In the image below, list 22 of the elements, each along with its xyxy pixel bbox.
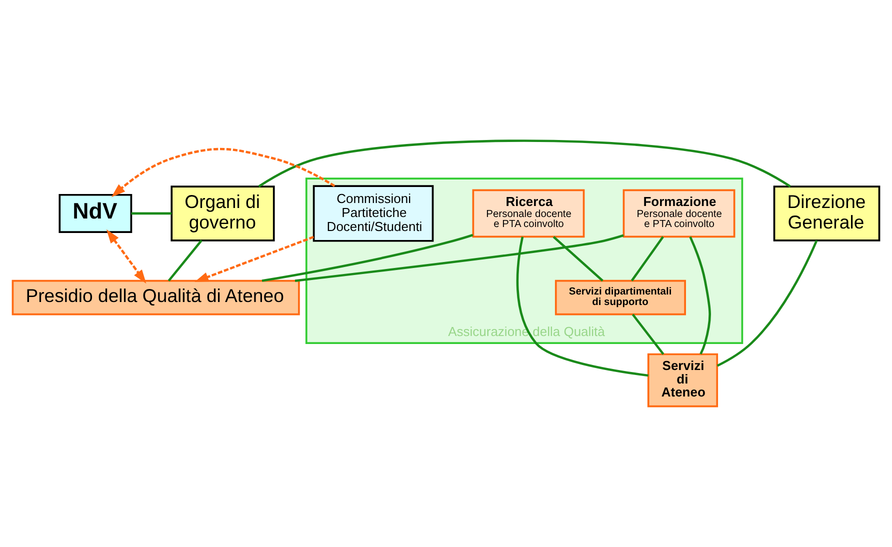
- connector: [516, 236, 648, 377]
- node-box: NdV: [58, 194, 132, 233]
- node-box: Organi di governo: [170, 186, 275, 242]
- arrow: [111, 148, 336, 198]
- arrow: [106, 229, 146, 284]
- arrow: [194, 236, 314, 282]
- node-box: Servizi di Ateneo: [647, 353, 718, 408]
- connector: [689, 236, 711, 355]
- node-box: Ricerca Personale docente e PTA coinvolto: [472, 189, 585, 238]
- connector: [294, 234, 624, 282]
- connector: [552, 236, 604, 282]
- node-box: Servizi dipartimentali di supporto: [554, 280, 686, 316]
- connector: [131, 212, 172, 215]
- node-box: Presidio della Qualità di Ateneo: [12, 280, 300, 316]
- node-box: Direzione Generale: [773, 186, 880, 242]
- node-box: Formazione Personale docente e PTA coinvolto: [622, 189, 736, 238]
- connector: [168, 240, 202, 282]
- connector: [716, 240, 818, 367]
- connector: [632, 314, 664, 355]
- connector: [630, 236, 664, 282]
- connector: [258, 140, 791, 188]
- node-box: Commissioni Partitetiche Docenti/Studenti: [312, 185, 434, 242]
